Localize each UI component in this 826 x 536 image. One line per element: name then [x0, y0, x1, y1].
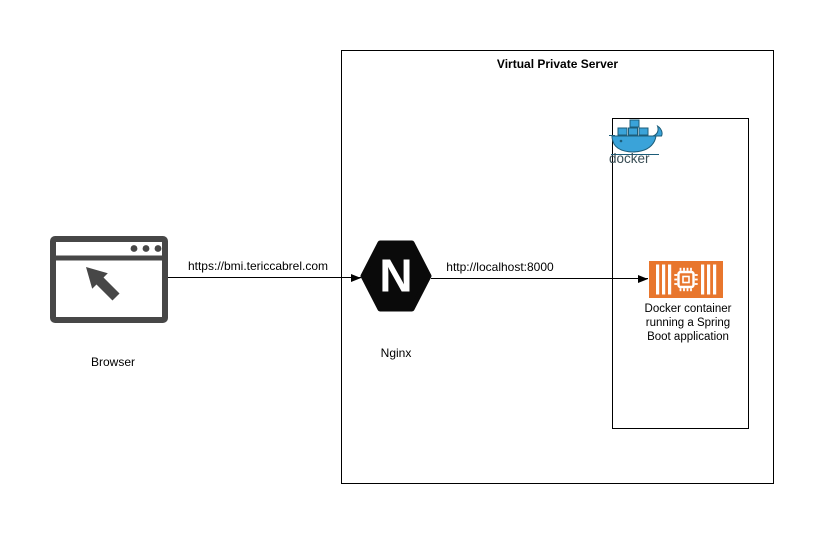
- docker-wordmark: docker: [609, 151, 650, 165]
- browser-label: Browser: [90, 355, 135, 369]
- chip-icon: [674, 267, 698, 292]
- nginx-label: Nginx: [380, 346, 412, 360]
- docker-logo-icon: docker: [609, 119, 663, 165]
- spring-container-label: Docker container running a Spring Boot a…: [626, 302, 750, 344]
- vps-boundary-box: [341, 50, 774, 484]
- arrow-nginx-to-container: [431, 274, 648, 283]
- request-url-label: https://bmi.tericcabrel.com: [187, 259, 329, 273]
- container-stripes: [656, 264, 717, 295]
- arrow-browser-to-nginx: [168, 273, 361, 282]
- spring-container-label-line3: Boot application: [647, 331, 729, 343]
- spring-container-label-line2: running a Spring: [645, 317, 731, 329]
- nginx-icon: N: [360, 240, 432, 312]
- localhost-url-label: http://localhost:8000: [446, 260, 554, 274]
- cursor-arrow-icon: [86, 267, 120, 301]
- spring-container-label-line1: Docker container: [644, 303, 732, 315]
- browser-icon: [50, 236, 168, 323]
- docker-host-box: [612, 118, 749, 429]
- nginx-letter: N: [379, 250, 412, 302]
- docker-container-icon: [649, 261, 723, 298]
- vps-title: Virtual Private Server: [496, 57, 619, 71]
